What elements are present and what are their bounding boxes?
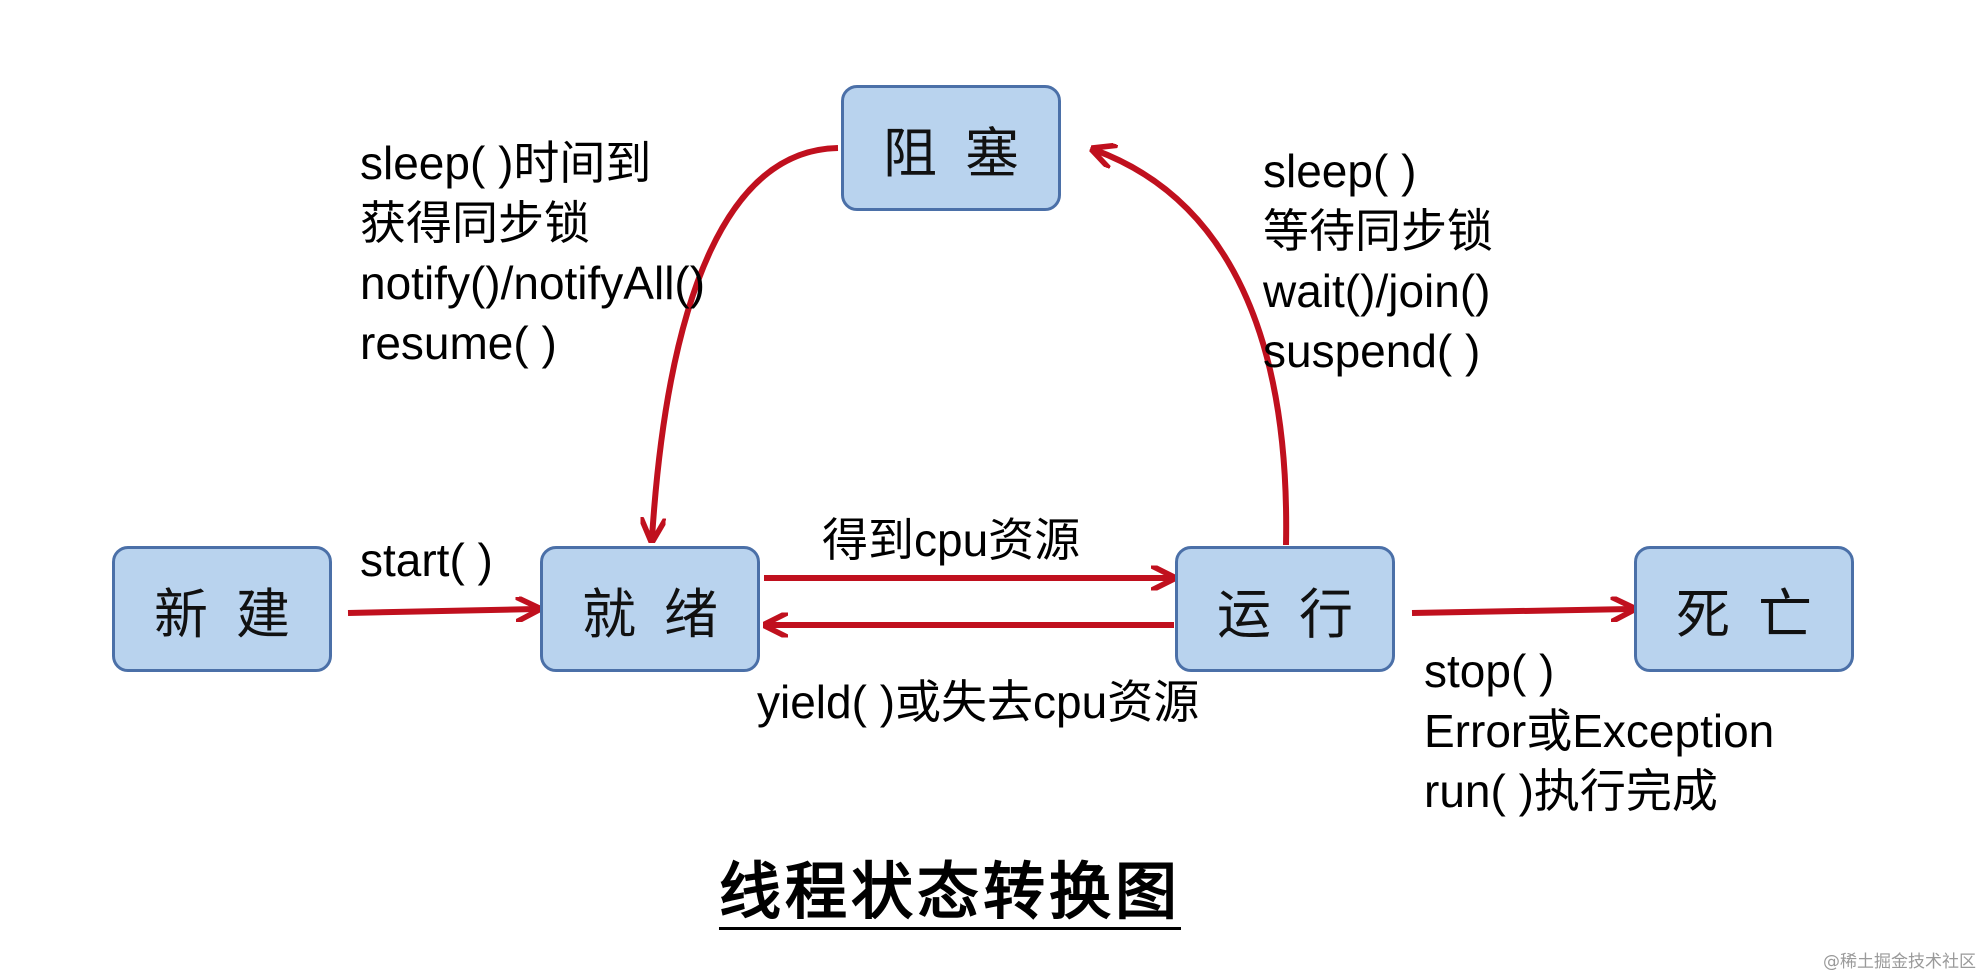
label-line: 得到cpu资源: [822, 514, 1081, 566]
label-line: notify()/notifyAll(): [360, 257, 706, 309]
label-line: wait()/join(): [1263, 265, 1491, 317]
label-line: resume( ): [360, 317, 557, 369]
label-line: 等待同步锁: [1263, 205, 1493, 257]
label-line: Error或Exception: [1424, 705, 1775, 757]
label-start: start( ): [360, 530, 493, 590]
watermark: @稀土掘金技术社区: [1823, 952, 1976, 972]
arrow-running-to-blocked: [1095, 150, 1290, 546]
label-line: sleep( )时间到: [360, 137, 652, 189]
label-blocked-to-ready: sleep( )时间到 获得同步锁 notify()/notifyAll() r…: [360, 133, 705, 373]
label-line: suspend( ): [1263, 325, 1481, 377]
arrow-running-to-dead: [1411, 609, 1631, 613]
state-dead: 死亡: [1634, 546, 1854, 672]
label-get-cpu: 得到cpu资源: [822, 510, 1080, 570]
label-line: stop( ): [1424, 645, 1555, 697]
label-running-to-blocked: sleep( ) 等待同步锁 wait()/join() suspend( ): [1263, 141, 1493, 381]
label-line: start( ): [360, 534, 493, 586]
arrow-new-to-ready: [347, 609, 536, 613]
label-line: run( )执行完成: [1424, 765, 1718, 817]
label-line: sleep( ): [1263, 145, 1417, 197]
arrow-blocked-to-ready: [652, 145, 839, 538]
state-ready: 就绪: [540, 546, 760, 672]
diagram-title: 线程状态转换图: [718, 855, 1181, 928]
state-running: 运行: [1175, 546, 1395, 672]
state-new: 新建: [112, 546, 332, 672]
label-yield: yield( )或失去cpu资源: [757, 672, 1199, 732]
label-line: yield( )或失去cpu资源: [757, 676, 1200, 728]
label-line: 获得同步锁: [360, 197, 590, 249]
label-running-to-dead: stop( ) Error或Exception run( )执行完成: [1424, 641, 1774, 821]
state-blocked: 阻塞: [841, 85, 1061, 211]
